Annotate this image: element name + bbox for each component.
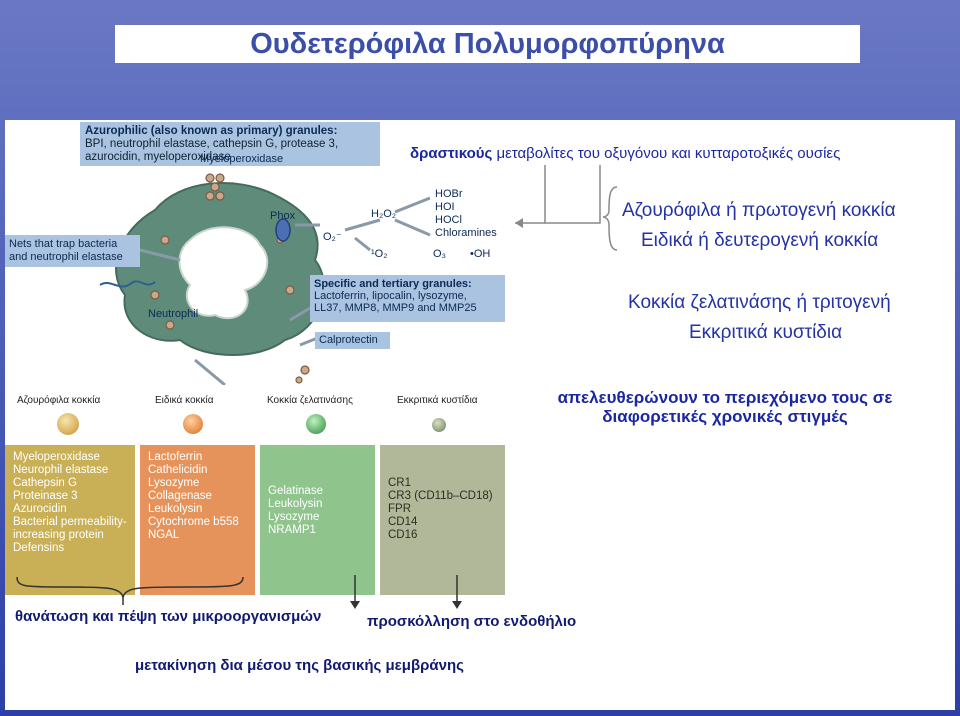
secretory-text: Εκκριτικά κυστίδια (689, 322, 843, 343)
connector-arrow (515, 165, 618, 251)
azurophilic-granule-icon (57, 413, 79, 435)
list-item: Bacterial permeability- (13, 516, 127, 528)
list-item: NRAMP1 (268, 524, 316, 536)
hydroxyl-label: •OH (470, 248, 491, 260)
granule-label-row: Αζουρόφιλα κοκκία Ειδικά κοκκία Κοκκία ζ… (5, 388, 505, 448)
specific-line-1: Lactoferrin, lipocalin, lysozyme, (314, 290, 467, 302)
reactive-bold: δραστικούς (410, 145, 493, 162)
azurophilic-line-2: azurocidin, myeloperoxidase (85, 151, 231, 163)
basement-membrane-migration-text: μετακίνηση δια μέσου της βασικής μεμβράν… (135, 657, 464, 674)
endothelium-adhesion-text: προσκόλληση στο ενδοθήλιο (367, 613, 577, 630)
list-item: CD14 (388, 516, 418, 528)
slide-title: Ουδετερόφιλα Πολυμορφοπύρηνα (250, 27, 725, 60)
ros-list: HOBr HOI HOCl Chloramines (435, 188, 497, 240)
azurophilic-text: Αζουρόφιλα ή πρωτογενή κοκκία (622, 200, 896, 221)
list-item: Lactoferrin (148, 451, 203, 463)
brace-icon (16, 576, 244, 600)
list-item: Cytochrome b558 (148, 516, 239, 528)
phox-label: Phox (270, 210, 296, 222)
neutrophil-drawing (99, 173, 431, 385)
brace-icon (602, 186, 618, 251)
list-item: CR1 (388, 477, 412, 489)
content-panel: Azurophilic (also known as primary) gran… (5, 120, 955, 710)
specific-granules-box: Specific and tertiary granules: Lactofer… (310, 275, 505, 322)
release-line-2: διαφορετικές χρονικές στιγμές (602, 407, 848, 426)
killing-digestion-text: θανάτωση και πέψη των μικροοργανισμών (15, 608, 322, 625)
bottom-braces (16, 575, 462, 609)
release-text: απελευθερώνουν το περιεχόμενο τους σε δι… (525, 388, 925, 426)
superoxide-label: O₂⁻ (323, 231, 342, 243)
list-item: CR3 (CD11b–CD18) (388, 490, 493, 502)
list-item: Azurocidin (13, 503, 67, 515)
flow-arrows (139, 196, 431, 385)
secretory-column: CR1 CR3 (CD11b–CD18) FPR CD14 CD16 (380, 445, 505, 595)
list-item: FPR (388, 503, 411, 515)
list-item: Cathepsin G (13, 477, 77, 489)
specific-column: Lactoferrin Cathelicidin Lysozyme Collag… (140, 445, 255, 595)
list-item: Gelatinase (268, 485, 323, 497)
ros-item: Chloramines (435, 227, 497, 239)
granule-label-specific: Ειδικά κοκκία (155, 395, 214, 406)
net-strands (99, 280, 156, 288)
specific-header: Specific and tertiary granules: (314, 278, 472, 290)
ozone-label: O₃ (433, 248, 447, 260)
list-item: Neurophil elastase (13, 464, 109, 476)
list-item: NGAL (148, 529, 180, 541)
granule-label-secretory: Εκκριτικά κυστίδια (397, 395, 478, 406)
list-item: Leukolysin (268, 498, 323, 510)
list-item: Defensins (13, 542, 65, 554)
nets-box: Nets that trap bacteria and neutrophil e… (5, 235, 140, 267)
list-item: increasing protein (13, 529, 104, 541)
singlet-oxygen-label: ¹O₂ (371, 248, 388, 260)
neutrophil-illustration: Azurophilic (also known as primary) gran… (5, 120, 505, 385)
specific-granule-icon (183, 414, 203, 434)
gelatinase-column: Gelatinase Leukolysin Lysozyme NRAMP1 (260, 445, 375, 595)
list-item: Lysozyme (148, 477, 200, 489)
reactive-metabolites-text: δραστικούς μεταβολίτες του οξυγόνου και … (410, 145, 840, 162)
list-item: Lysozyme (268, 511, 320, 523)
nucleus (178, 226, 269, 320)
ros-item: HOI (435, 201, 455, 213)
list-item: Collagenase (148, 490, 212, 502)
release-line-1: απελευθερώνουν το περιεχόμενο τους σε (557, 388, 893, 407)
secretory-vesicle-icon (432, 418, 446, 432)
ros-item: HOBr (435, 188, 463, 200)
granule-label-gelatinase: Κοκκία ζελατινάσης (267, 395, 353, 406)
ros-item: HOCl (435, 214, 462, 226)
list-item: Myeloperoxidase (13, 451, 100, 463)
calprotectin-box: Calprotectin (315, 332, 390, 349)
list-item: Leukolysin (148, 503, 203, 515)
specific-text: Ειδικά ή δευτερογενή κοκκία (641, 230, 879, 251)
azurophilic-box: Azurophilic (also known as primary) gran… (80, 122, 380, 166)
gelatinase-text: Κοκκία ζελατινάσης ή τριτογενή (628, 292, 891, 313)
granule-columns: Myeloperoxidase Neurophil elastase Cathe… (5, 445, 505, 595)
azurophilic-line-1: BPI, neutrophil elastase, cathepsin G, p… (85, 138, 339, 150)
list-item: Cathelicidin (148, 464, 208, 476)
granule-label-azurophilic: Αζουρόφιλα κοκκία (17, 395, 101, 406)
azurophilic-header: Azurophilic (also known as primary) gran… (85, 125, 338, 137)
phox-vesicle (275, 218, 291, 242)
reactive-rest: μεταβολίτες του οξυγόνου και κυτταροτοξι… (492, 145, 841, 162)
gelatinase-granule-icon (306, 414, 326, 434)
myeloperoxidase-label: Myeloperoxidase (200, 153, 284, 165)
list-item: Proteinase 3 (13, 490, 78, 502)
title-bar: Ουδετερόφιλα Πολυμορφοπύρηνα (115, 25, 860, 63)
specific-line-2: LL37, MMP8, MMP9 and MMP25 (314, 302, 477, 314)
neutrophil-label: Neutrophil (148, 308, 199, 320)
azurophilic-column: Myeloperoxidase Neurophil elastase Cathe… (5, 445, 135, 595)
list-item: CD16 (388, 529, 418, 541)
hydrogen-peroxide-label: H₂O₂ (371, 208, 397, 220)
